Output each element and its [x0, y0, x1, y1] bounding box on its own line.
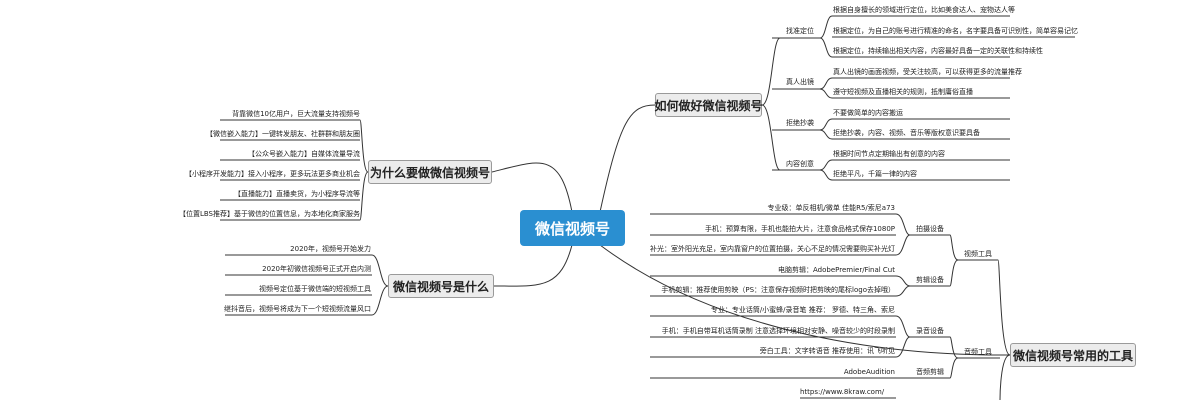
why-item: 【微信嵌入能力】一键转发朋友、社群群和朋友圈 [206, 130, 360, 138]
edge-center-how [599, 104, 656, 213]
edge-how [819, 169, 833, 181]
how-item: 真人出镜的画面视频，受关注较高，可以获得更多的流量推荐 [833, 68, 1022, 76]
tools-group-label: 录音设备 [916, 327, 944, 335]
how-group-label: 真人出镜 [786, 78, 814, 86]
how-item: 拒绝抄袭，内容、视频、音乐等版权意识要具备 [833, 129, 980, 137]
branch-what-title[interactable]: 微信视频号是什么 [388, 274, 494, 298]
source-link[interactable]: https://www.8kraw.com/ [800, 388, 885, 396]
edge-how [761, 104, 781, 171]
why-item: 【小程序开发能力】接入小程序，更多玩法更多商业机会 [185, 170, 360, 178]
tools-item: 旁白工具：文字转语音 推荐使用：讯飞听见 [759, 347, 895, 355]
what-item: 2020年初微信视频号正式开启内测 [262, 265, 371, 273]
how-item: 根据时间节点定期输出有创意的内容 [833, 150, 945, 158]
what-item: 2020年，视频号开始发力 [290, 245, 371, 253]
edge-how [761, 37, 781, 106]
why-item: 背靠微信10亿用户，巨大流量支持视频号 [232, 110, 360, 118]
edge-center-what [493, 244, 573, 287]
how-item: 根据自身擅长的领域进行定位，比如美食达人、宠物达人等 [833, 6, 1015, 14]
branch-why-title[interactable]: 为什么要做微信视频号 [368, 160, 492, 184]
how-item: 不要做简单的内容搬运 [833, 109, 903, 117]
edge-why [359, 119, 369, 173]
tools-item: AdobeAudition [843, 368, 895, 376]
edge-what [371, 254, 389, 287]
edge-how [819, 129, 833, 140]
video-tools-label: 视频工具 [964, 250, 992, 258]
edge-tools [997, 259, 1011, 356]
tools-group-label: 音频剪辑 [916, 368, 944, 376]
tools-item: 手机：手机自带耳机话筒录制 注意选择环境相对安静、噪音较少的时段录制 [661, 327, 895, 335]
center-topic[interactable]: 微信视频号 [520, 210, 625, 246]
what-item: 继抖音后，视频号将成为下一个短视频流量风口 [224, 305, 371, 313]
edge-tools [895, 336, 911, 358]
edge-how [819, 15, 833, 39]
branch-how-title[interactable]: 如何做好微信视频号 [655, 93, 763, 117]
edge-tools [895, 315, 911, 338]
how-group-label: 找准定位 [786, 27, 814, 35]
how-group-label: 拒绝抄袭 [786, 119, 814, 127]
audio-tools-label: 音频工具 [964, 348, 992, 356]
why-item: 【直播能力】直播卖货，为小程序导流等 [234, 190, 360, 198]
edge-how [819, 118, 833, 131]
edge-center-why [491, 162, 573, 213]
how-item: 拒绝平凡，千篇一律的内容 [833, 170, 917, 178]
edge-tools [949, 357, 959, 379]
edge-tools [949, 336, 959, 359]
how-item: 根据定位，为自己的账号进行精准的命名，名字要具备可识别性，简单容易记忆 [833, 27, 1078, 35]
how-item: 遵守短视频及直播相关的规则，抵制庸俗直播 [833, 88, 973, 96]
edge-what [371, 285, 389, 316]
tools-item: 专业：专业话筒/小蜜蜂/录音笔 推荐： 罗德、特三角、索尼 [710, 306, 895, 314]
edge-how [819, 159, 833, 171]
edge-how [819, 37, 833, 58]
tools-item: 专业级：单反相机/微单 佳能R5/索尼a73 [767, 204, 895, 212]
edge-how [819, 88, 833, 99]
edge-tools [895, 285, 911, 297]
edge-how [819, 77, 833, 90]
tools-item: 补光：室外阳光充足，室内靠窗户的位置拍摄，关心不足的情况需要购买补光灯 [650, 245, 895, 253]
tools-group-label: 拍摄设备 [916, 225, 944, 233]
edge-tools [895, 275, 911, 287]
tools-group-label: 剪辑设备 [916, 276, 944, 284]
edge-center-tools [599, 244, 1011, 356]
tools-item: 手机剪辑：推荐使用剪映（PS：注意保存视频时把剪映的尾标logo去掉哦） [661, 286, 895, 294]
edge-tools [895, 213, 911, 236]
why-item: 【位置LBS推荐】基于微信的位置信息，为本地化商家服务 [178, 210, 360, 218]
edge-tools [949, 259, 959, 287]
tools-item: 手机：预算有限，手机也能拍大片，注意食品格式保存1080P [704, 225, 895, 233]
why-item: 【公众号嵌入能力】自媒体流量导流 [248, 150, 360, 158]
edge-tools [895, 234, 911, 256]
edge-why [359, 171, 369, 221]
branch-tools-title[interactable]: 微信视频号常用的工具 [1010, 343, 1136, 367]
what-item: 视频号定位基于微信端的短视频工具 [259, 285, 371, 293]
tools-item: 电脑剪辑：AdobePremier/Final Cut [777, 266, 895, 274]
how-group-label: 内容创意 [786, 160, 814, 168]
edge-tools [999, 354, 1011, 400]
how-item: 根据定位，持续输出相关内容，内容最好具备一定的关联性和持续性 [833, 47, 1043, 55]
edge-tools [949, 234, 959, 261]
